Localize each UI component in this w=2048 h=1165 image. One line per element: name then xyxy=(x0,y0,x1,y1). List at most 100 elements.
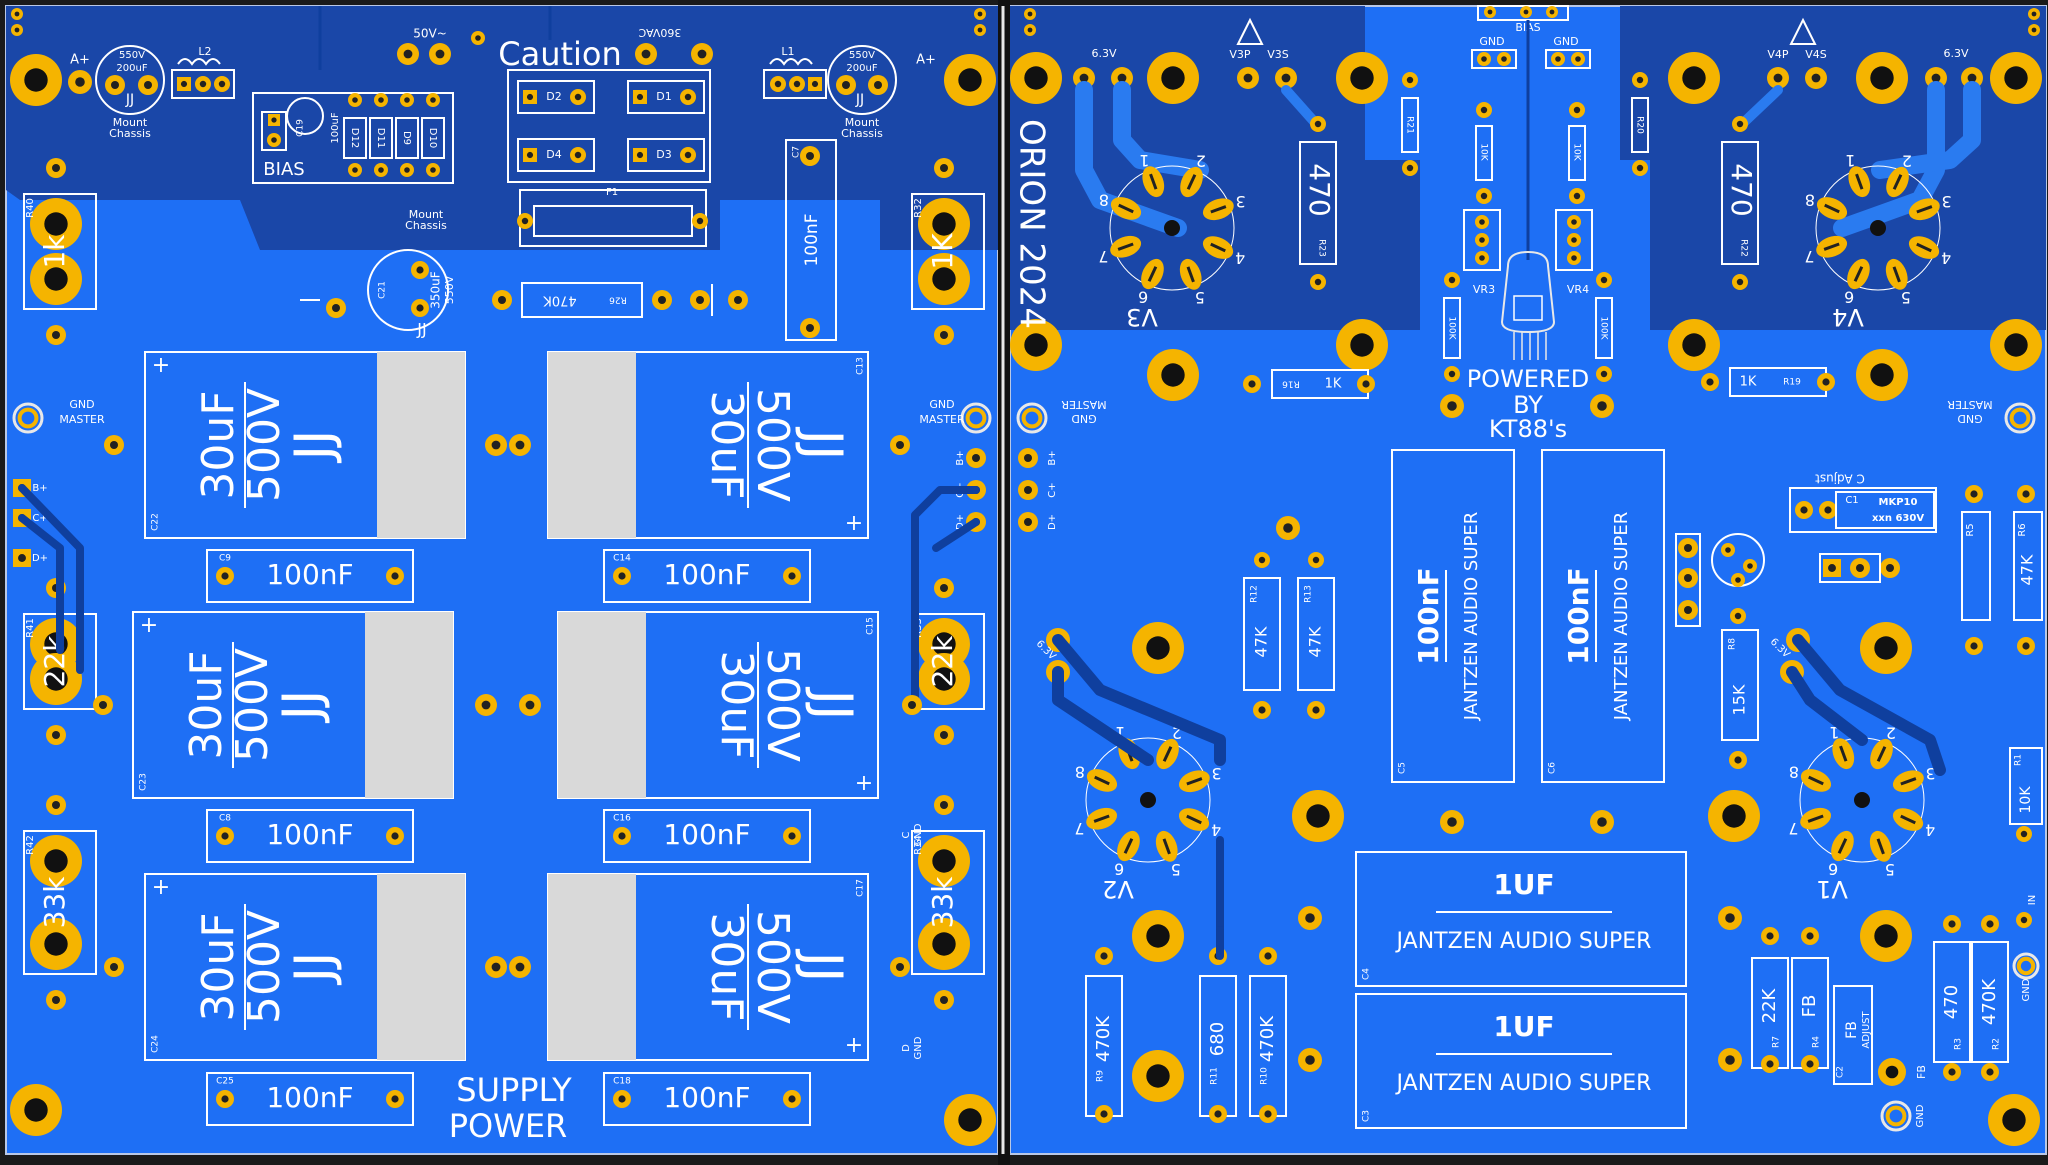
copper-trace xyxy=(1792,634,1946,776)
gnd-top-label: GND xyxy=(1479,35,1504,48)
drill-hole xyxy=(1024,333,1048,357)
drill-hole xyxy=(1501,56,1507,62)
drill-hole xyxy=(221,1095,229,1103)
drill-hole xyxy=(52,801,60,809)
big-cap-voltage: 500V xyxy=(239,910,290,1024)
film-cap-outline xyxy=(1391,449,1515,783)
chassis-label: Chassis xyxy=(841,127,883,140)
small-cap-value: 100nF xyxy=(663,818,750,851)
d-gnd-label: D xyxy=(901,1044,912,1052)
gnd-ring xyxy=(960,402,992,434)
drill-hole xyxy=(1773,73,1783,83)
drill-hole xyxy=(806,324,814,332)
drill-hole xyxy=(404,167,410,173)
resistor-ref: R3 xyxy=(1954,1038,1964,1050)
drill-hole xyxy=(352,167,358,173)
gnd-label: GND xyxy=(69,398,94,411)
pin-number: 4 xyxy=(1925,820,1935,839)
drill-hole xyxy=(44,267,68,291)
drill-hole xyxy=(940,331,948,339)
drill-hole xyxy=(574,151,582,159)
socket-slot xyxy=(1186,266,1195,283)
drill-hole xyxy=(44,212,68,236)
big-cap-ref: C24 xyxy=(151,1035,161,1053)
gnd-ring-pad xyxy=(1021,407,1043,429)
drill-hole xyxy=(1931,73,1941,83)
pin-number: 2 xyxy=(1886,723,1896,742)
film-cap-ref: C3 xyxy=(1362,1110,1372,1122)
drill-hole xyxy=(842,81,850,89)
small-cap-ref: C9 xyxy=(219,554,231,564)
tube-socket-outline xyxy=(1085,737,1211,863)
drill-hole xyxy=(684,93,692,101)
pin-number: 5 xyxy=(1885,860,1895,879)
drill-hole xyxy=(1312,706,1320,714)
socket-slot xyxy=(1892,266,1901,283)
drill-hole xyxy=(1024,454,1032,462)
gnd-ring-pad xyxy=(2016,956,2036,976)
r8-value: 15K xyxy=(1730,684,1749,715)
small-cap-ref: C25 xyxy=(216,1077,234,1087)
pin-number: 3 xyxy=(1236,192,1246,211)
big-cap-value: 30uF xyxy=(711,650,762,759)
resistor-value: 680 xyxy=(1207,1022,1228,1056)
r6-outline xyxy=(2013,511,2043,621)
big-cap-ref: C13 xyxy=(856,357,866,375)
drill-hole xyxy=(940,996,948,1004)
r1-outline xyxy=(2009,747,2043,825)
film-cap-large-outline xyxy=(1355,851,1687,987)
cap-value: 200uF xyxy=(846,63,877,74)
drill-hole xyxy=(1447,401,1457,411)
a-plus-label: A+ xyxy=(70,53,90,68)
c1-value2: xxn 630V xyxy=(1872,513,1924,524)
copper-trace xyxy=(911,486,980,704)
small-cap-ref: C18 xyxy=(613,1077,631,1087)
bridge-diode xyxy=(627,138,705,172)
left-top-copper-zone xyxy=(6,6,998,250)
plus-mark: + xyxy=(845,511,863,536)
drill-hole xyxy=(696,296,704,304)
r13-ref: R13 xyxy=(1304,585,1314,603)
pin-number: 8 xyxy=(1805,191,1815,210)
resistor-ref: R9 xyxy=(1096,1070,1106,1082)
drill-hole xyxy=(221,832,229,840)
cap-outline xyxy=(827,45,897,115)
caution-label: Caution xyxy=(498,35,622,73)
gnd-connector xyxy=(1545,49,1591,69)
drill-hole xyxy=(1479,237,1485,243)
drill-hole xyxy=(1258,706,1266,714)
drill-hole xyxy=(391,572,399,580)
drill-hole xyxy=(2004,66,2028,90)
small-cap-outline xyxy=(603,809,811,863)
drill-hole xyxy=(391,832,399,840)
socket-slot xyxy=(1824,203,1840,214)
plus-mark: + xyxy=(845,1033,863,1058)
big-cap-voltage: 500V xyxy=(757,648,808,762)
r12-ref: R12 xyxy=(1250,585,1260,603)
pin-number: 1 xyxy=(1139,151,1149,170)
drill-hole xyxy=(932,267,956,291)
drill-hole xyxy=(1725,1055,1735,1065)
socket-slot xyxy=(1839,745,1848,762)
drill-hole xyxy=(435,49,445,59)
drill-hole xyxy=(940,731,948,739)
resistor-ref: R7 xyxy=(1772,1036,1782,1048)
drill-hole xyxy=(2004,333,2028,357)
drill-hole xyxy=(1146,636,1170,660)
film-cap-value: 100nF xyxy=(1562,567,1595,665)
film-cap-brand: JANTZEN AUDIO SUPER xyxy=(1395,929,1652,954)
r26-ref: R26 xyxy=(609,295,627,305)
c1-outline xyxy=(1835,491,1935,529)
big-cap-value: 30uF xyxy=(181,650,232,759)
r26-value: 470K xyxy=(543,293,577,308)
in-label: IN xyxy=(2027,895,2038,905)
6v3-label: 6.3V xyxy=(1091,47,1116,60)
cap-brand: JJ xyxy=(125,92,134,108)
resistor-value: 33k xyxy=(38,876,71,929)
resistor-ref: R2 xyxy=(1992,1038,2002,1050)
tube-label: V3 xyxy=(1126,303,1158,331)
r5-ref: R5 xyxy=(1965,523,1976,536)
drill-hole xyxy=(44,932,68,956)
drill-hole xyxy=(1636,164,1644,172)
drill-hole xyxy=(1967,73,1977,83)
